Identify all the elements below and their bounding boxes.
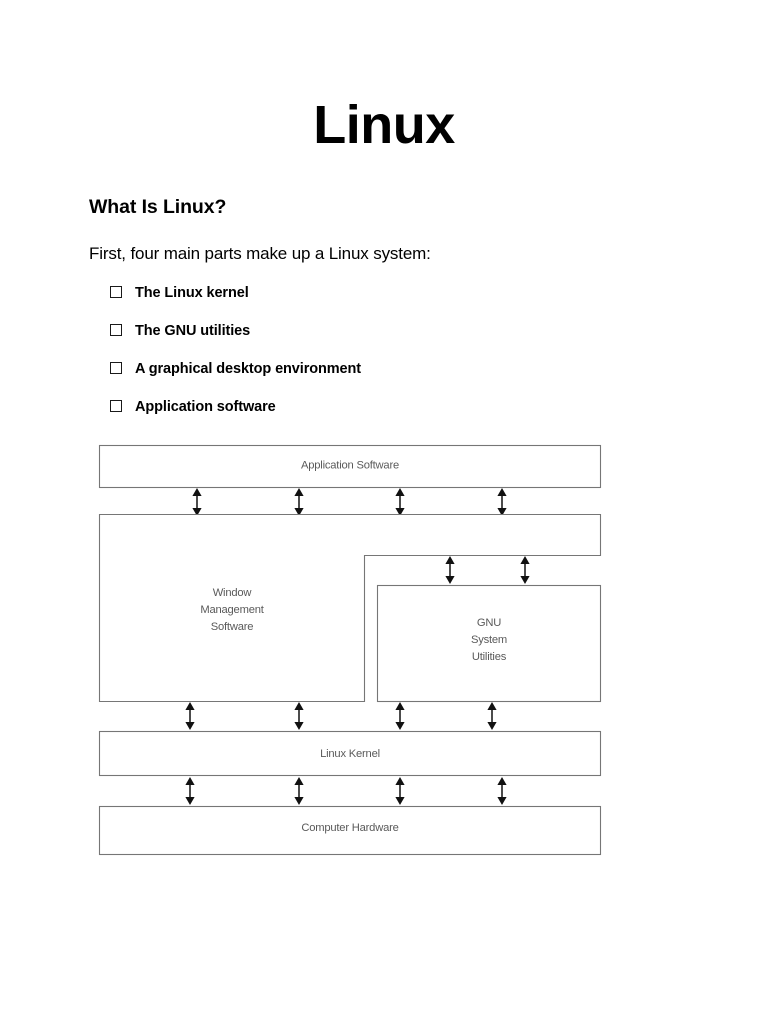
list-item-label: Application software — [135, 399, 276, 415]
section-heading: What Is Linux? — [89, 196, 227, 218]
box-computer-hardware — [98, 805, 602, 856]
box-label-window-management-line3: Software — [211, 621, 254, 633]
box-label-linux-kernel: Linux Kernel — [320, 748, 380, 760]
box-linux-kernel — [98, 730, 602, 777]
empty-square-icon — [110, 286, 122, 298]
arrow-group-kernel-to-hardware — [184, 776, 508, 806]
box-label-gnu-line3: Utilities — [472, 651, 507, 663]
box-gnu-system-utilities — [376, 584, 602, 703]
arrow-group-app-to-window — [191, 487, 508, 517]
box-label-gnu-line1: GNU — [477, 617, 501, 629]
bullet-list: The Linux kernel The GNU utilities A gra… — [110, 285, 630, 437]
list-item-label: A graphical desktop environment — [135, 361, 361, 377]
empty-square-icon — [110, 400, 122, 412]
intro-paragraph: First, four main parts make up a Linux s… — [89, 244, 431, 263]
list-item: A graphical desktop environment — [110, 361, 630, 399]
arrow-group-middle-to-kernel — [184, 701, 498, 731]
box-label-application-software: Application Software — [301, 460, 399, 472]
list-item-label: The Linux kernel — [135, 285, 249, 301]
box-label-gnu-line2: System — [471, 634, 507, 646]
page-title: Linux — [313, 95, 455, 155]
box-window-management-software — [98, 513, 602, 703]
box-application-software — [98, 444, 602, 489]
list-item: The GNU utilities — [110, 323, 630, 361]
list-item: The Linux kernel — [110, 285, 630, 323]
list-item: Application software — [110, 399, 630, 437]
box-label-computer-hardware: Computer Hardware — [301, 822, 398, 834]
box-label-window-management-line2: Management — [200, 604, 264, 616]
box-label-window-management-line1: Window — [213, 587, 253, 599]
empty-square-icon — [110, 324, 122, 336]
list-item-label: The GNU utilities — [135, 323, 251, 339]
empty-square-icon — [110, 362, 122, 374]
arrow-group-window-to-gnu — [444, 555, 531, 585]
